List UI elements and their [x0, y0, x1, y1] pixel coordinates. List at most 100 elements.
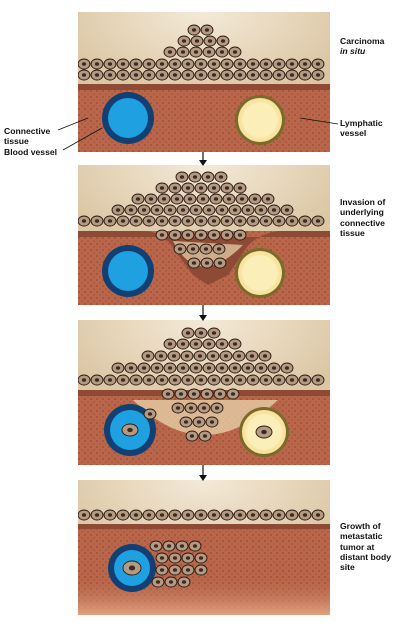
- stage-1-label-line1: Carcinoma: [340, 36, 385, 46]
- cell-nucleus: [159, 556, 165, 560]
- cell-nucleus: [200, 197, 206, 201]
- cell-nucleus: [172, 62, 178, 66]
- cell-nucleus: [133, 378, 139, 382]
- cell-nucleus: [198, 62, 204, 66]
- cell-nucleus: [224, 513, 230, 517]
- cell-nucleus: [263, 219, 269, 223]
- stage-4-label-line: Growth of: [340, 521, 381, 531]
- cell-nucleus: [197, 354, 203, 358]
- cell-nucleus: [120, 219, 126, 223]
- cell-nucleus: [276, 378, 282, 382]
- cell-nucleus: [146, 513, 152, 517]
- connective-label-line: Connective: [4, 126, 51, 136]
- stage-3-panel: [78, 320, 330, 465]
- cell-nucleus: [211, 186, 217, 190]
- cell-nucleus: [262, 354, 268, 358]
- cell-nucleus: [172, 233, 178, 237]
- cell-nucleus: [192, 175, 198, 179]
- stage-4-label-line: distant body: [340, 551, 392, 562]
- cell-nucleus: [213, 197, 219, 201]
- cell-nucleus: [147, 412, 153, 416]
- cell-nucleus: [250, 62, 256, 66]
- cell-nucleus: [81, 219, 87, 223]
- cell-nucleus: [198, 568, 204, 572]
- cell-nucleus: [302, 73, 308, 77]
- metastasizing-cells: [78, 327, 325, 442]
- cell-nucleus: [172, 513, 178, 517]
- cell-nucleus: [263, 73, 269, 77]
- blood-vessel-label: Blood vessel: [4, 147, 58, 157]
- cell-nucleus: [203, 247, 209, 251]
- cell-nucleus: [148, 197, 154, 201]
- cell-nucleus: [127, 427, 133, 433]
- cell-nucleus: [265, 197, 271, 201]
- cell-nucleus: [224, 73, 230, 77]
- lymphatic-vessel-label: Lymphatic vessel: [340, 118, 383, 139]
- cell-nucleus: [206, 208, 212, 212]
- cell-nucleus: [133, 219, 139, 223]
- cell-nucleus: [223, 354, 229, 358]
- cell-nucleus: [232, 208, 238, 212]
- cell-nucleus: [177, 247, 183, 251]
- cell-nucleus: [219, 208, 225, 212]
- cell-nucleus: [239, 197, 245, 201]
- cell-nucleus: [219, 50, 225, 54]
- cell-nucleus: [185, 513, 191, 517]
- cell-nucleus: [192, 544, 198, 548]
- stage-2-label-line: connective: [340, 217, 385, 228]
- cell-nucleus: [198, 331, 204, 335]
- cell-nucleus: [185, 378, 191, 382]
- cell-nucleus: [220, 39, 226, 43]
- cell-nucleus: [120, 62, 126, 66]
- cell-nucleus: [161, 197, 167, 201]
- cell-nucleus: [193, 366, 199, 370]
- cell-nucleus: [224, 219, 230, 223]
- cell-nucleus: [185, 331, 191, 335]
- cell-nucleus: [271, 208, 277, 212]
- cell-nucleus: [193, 342, 199, 346]
- cell-nucleus: [289, 62, 295, 66]
- cell-nucleus: [128, 208, 134, 212]
- cell-nucleus: [237, 513, 243, 517]
- cell-nucleus: [237, 62, 243, 66]
- cell-nucleus: [250, 378, 256, 382]
- cell-nucleus: [237, 378, 243, 382]
- cell-nucleus: [237, 73, 243, 77]
- cell-nucleus: [181, 580, 187, 584]
- cell-nucleus: [263, 378, 269, 382]
- cell-nucleus: [191, 261, 197, 265]
- cell-nucleus: [146, 378, 152, 382]
- cell-nucleus: [115, 208, 121, 212]
- cell-nucleus: [205, 175, 211, 179]
- cell-nucleus: [153, 544, 159, 548]
- stage-1-label-line2: in situ: [340, 46, 366, 57]
- cell-nucleus: [219, 366, 225, 370]
- cell-nucleus: [167, 208, 173, 212]
- cell-nucleus: [249, 354, 255, 358]
- cell-nucleus: [245, 366, 251, 370]
- cell-nucleus: [155, 580, 161, 584]
- cell-nucleus: [289, 73, 295, 77]
- cell-nucleus: [107, 73, 113, 77]
- cell-nucleus: [302, 513, 308, 517]
- cell-nucleus: [216, 247, 222, 251]
- cell-nucleus: [211, 62, 217, 66]
- stage-2-panel: [78, 165, 330, 305]
- cell-nucleus: [224, 62, 230, 66]
- cell-nucleus: [198, 186, 204, 190]
- cell-nucleus: [159, 186, 165, 190]
- cell-nucleus: [158, 354, 164, 358]
- cell-nucleus: [120, 378, 126, 382]
- cell-nucleus: [146, 219, 152, 223]
- lymphatic-label-line: Lymphatic: [340, 118, 383, 128]
- cell-nucleus: [302, 378, 308, 382]
- cell-nucleus: [237, 219, 243, 223]
- cell-nucleus: [198, 219, 204, 223]
- cell-nucleus: [107, 378, 113, 382]
- cell-nucleus: [289, 378, 295, 382]
- cell-nucleus: [201, 406, 207, 410]
- cell-nucleus: [180, 50, 186, 54]
- cell-nucleus: [224, 378, 230, 382]
- stage-2-label: Invasion of underlying connective tissue: [340, 197, 385, 238]
- cell-nucleus: [135, 197, 141, 201]
